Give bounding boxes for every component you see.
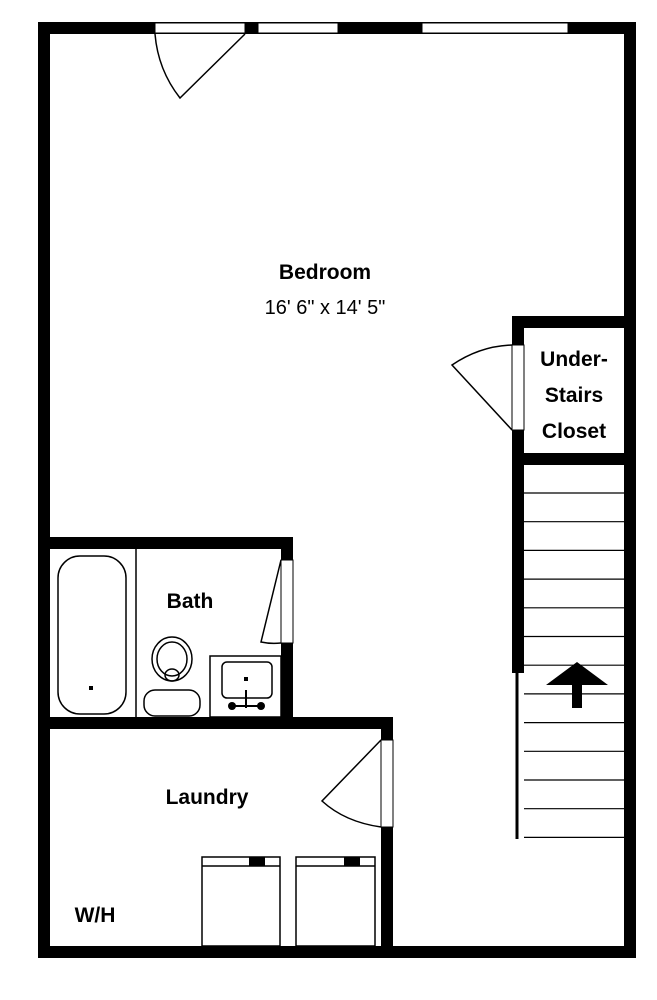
stairs <box>515 492 624 839</box>
closet-door-swing <box>450 344 513 431</box>
laundry-walls <box>380 717 394 958</box>
washer <box>201 856 281 947</box>
closet-label-line1: Under- <box>540 348 608 371</box>
bathtub <box>57 555 127 715</box>
closet-label-line3: Closet <box>542 420 606 443</box>
bedroom-label: Bedroom <box>279 261 371 284</box>
sink <box>209 655 282 718</box>
tub-drain <box>89 686 93 690</box>
bedroom-door-swing <box>154 33 246 100</box>
top-windows <box>154 22 569 34</box>
laundry-label: Laundry <box>166 786 249 809</box>
closet-label-line2: Stairs <box>545 384 603 407</box>
bath-door-swing <box>260 559 282 645</box>
exterior-walls <box>38 22 636 958</box>
arrow-up-icon <box>546 662 608 708</box>
bath-walls <box>38 537 393 729</box>
bath-label: Bath <box>167 590 214 613</box>
closet-walls <box>511 316 636 673</box>
bedroom-dimensions: 16' 6" x 14' 5" <box>265 297 386 319</box>
dryer <box>295 856 376 947</box>
toilet <box>143 636 201 717</box>
water-heater-label: W/H <box>75 904 116 927</box>
laundry-door-swing <box>320 739 382 828</box>
